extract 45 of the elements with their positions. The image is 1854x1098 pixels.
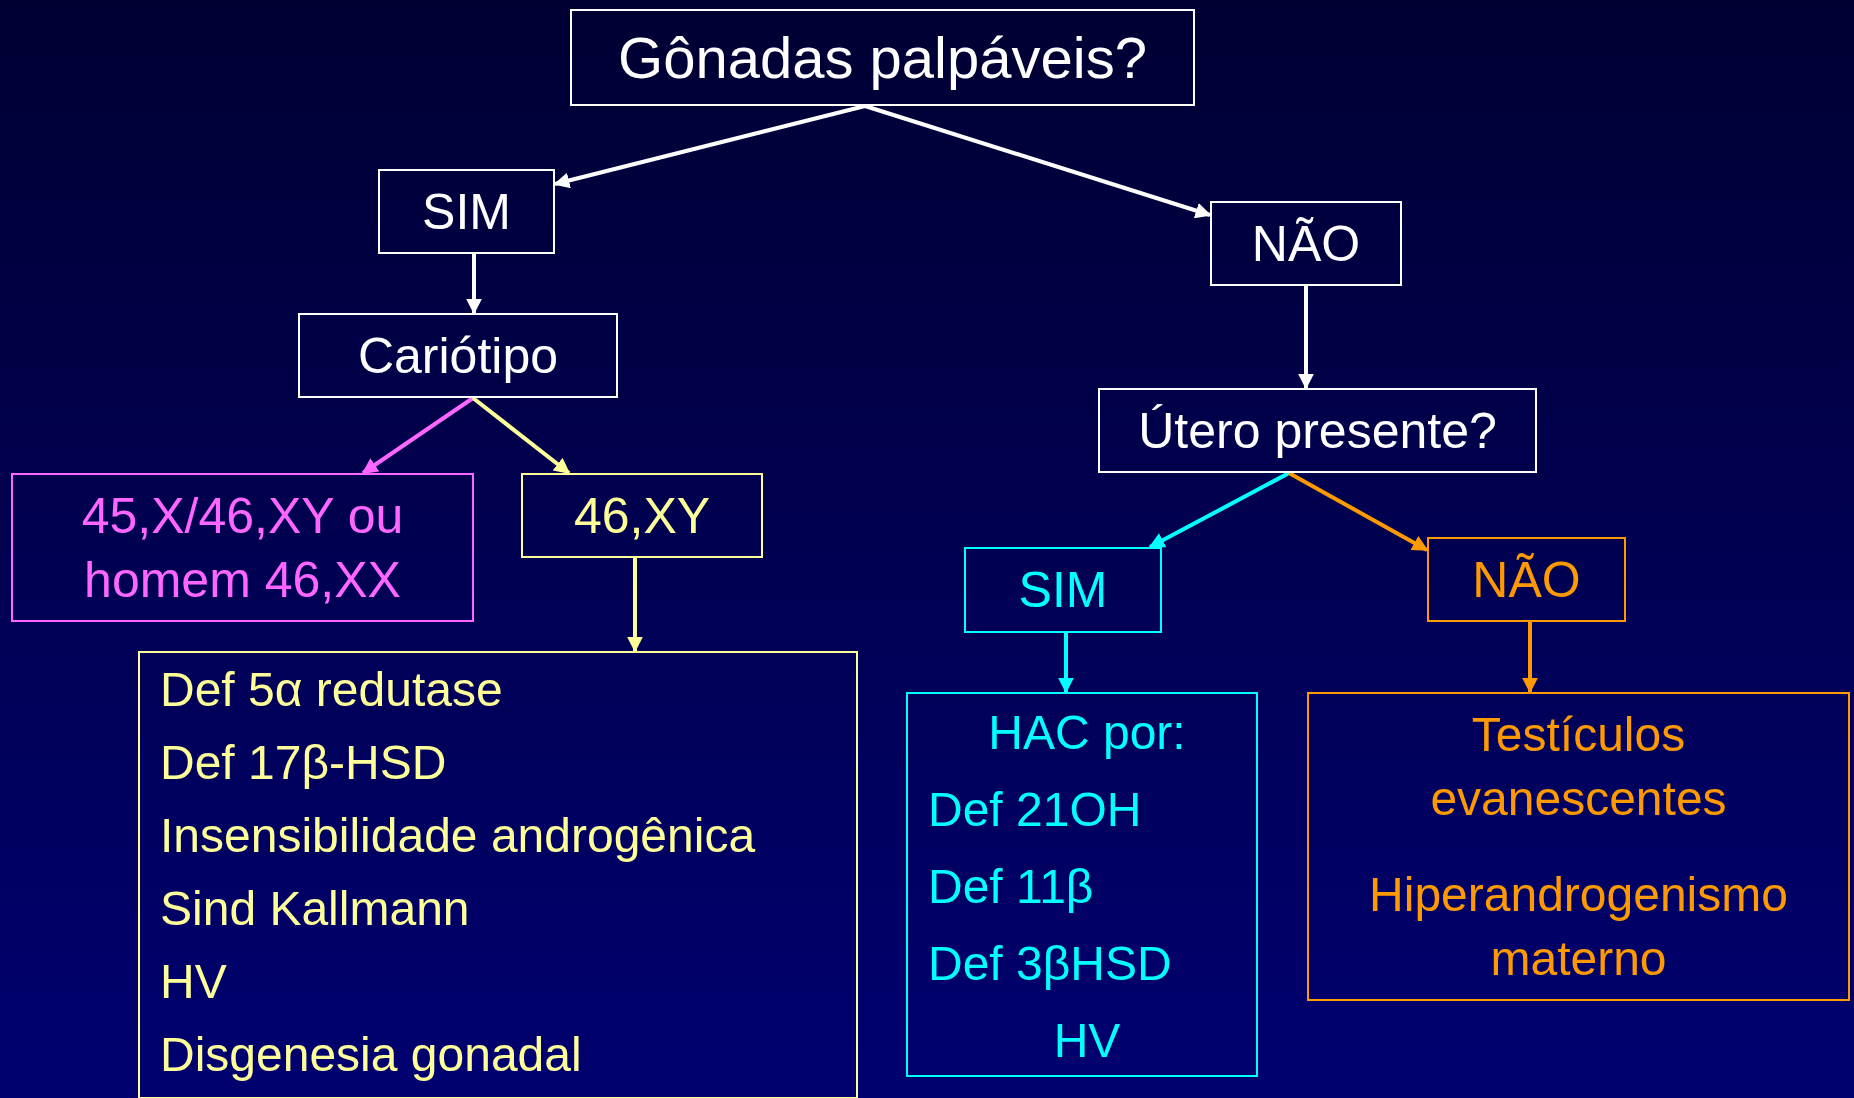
decision-box (1098, 388, 1537, 473)
decision-box (570, 9, 1195, 106)
process-box (521, 473, 763, 558)
arrow (627, 558, 643, 653)
arrow (553, 104, 866, 189)
arrow (864, 104, 1212, 219)
node-text: Def 5α redutase (160, 662, 503, 718)
node-text: Sind Kallmann (160, 881, 470, 937)
node-text: NÃO (1251, 214, 1361, 274)
process-box (1210, 201, 1402, 286)
node-text: Insensibilidade androgênica (160, 808, 756, 864)
process-box (298, 313, 618, 398)
arrow (471, 396, 571, 475)
list-box (906, 692, 1258, 1077)
node-text: Útero presente? (1138, 401, 1497, 461)
list-box (138, 651, 858, 1098)
node-text: Cariótipo (357, 326, 559, 386)
arrow (1148, 471, 1290, 549)
node-text: 45,X/46,XY ou homem 46,XX (80, 486, 405, 610)
process-box (378, 169, 555, 254)
node-text: Testículos evanescentes (1429, 706, 1728, 827)
node-text: Def 3βHSD (928, 936, 1172, 992)
node-text: 46,XY (573, 486, 711, 546)
arrow (1288, 471, 1429, 552)
arrow (1058, 633, 1074, 694)
arrow (1522, 622, 1538, 694)
node-text: Gônadas palpáveis? (618, 23, 1147, 92)
node-text: SIM (422, 182, 511, 242)
process-box (1427, 537, 1626, 622)
process-box (11, 473, 474, 622)
node-text: Disgenesia gonadal (160, 1027, 582, 1083)
node-text: Hiperandrogenismo materno (1368, 866, 1789, 987)
node-text: HV (1053, 1013, 1121, 1069)
node-text: HV (160, 954, 227, 1010)
node-text: Def 11β (928, 859, 1094, 915)
list-box (1307, 692, 1850, 1001)
arrow (361, 396, 475, 475)
process-box (964, 547, 1162, 633)
node-text: SIM (1018, 561, 1108, 620)
arrow (1298, 286, 1314, 390)
node-text: Def 21OH (928, 782, 1142, 838)
arrow (466, 254, 482, 315)
list-heading: HAC por: (988, 705, 1186, 761)
node-text: NÃO (1472, 550, 1581, 610)
node-text: Def 17β-HSD (160, 735, 447, 791)
